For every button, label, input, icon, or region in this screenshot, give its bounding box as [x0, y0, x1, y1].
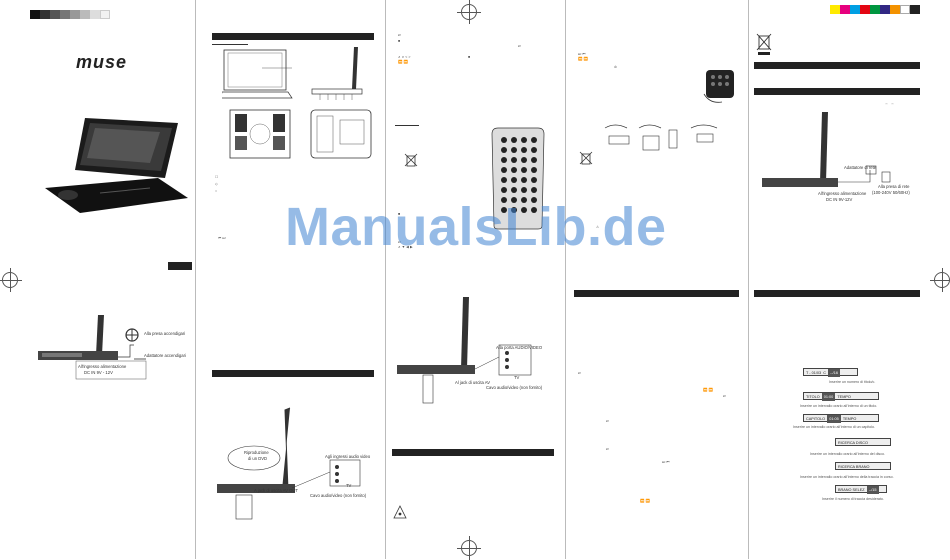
osd-caption-6: Inserire il numero di traccia desiderato…	[822, 497, 884, 501]
mains-socket-label-2: (100-240V 50/60Hz)	[872, 190, 910, 195]
osd-caption-3: Inserire un intervallo orario all'intern…	[793, 425, 875, 429]
audio-jack-label: A jack di uscita AV OUT	[254, 488, 298, 493]
stop-icon: ■	[398, 39, 401, 43]
stop-icon-3: ■	[398, 212, 401, 216]
audio-bubble-label-1: Riproduzione	[244, 450, 269, 455]
audio-connection-diagram	[217, 407, 361, 520]
registration-mark-right	[930, 268, 950, 292]
scan-icon-2: ⏪ ⏩	[703, 388, 713, 392]
weee-bin-icon	[756, 33, 772, 55]
car-input-label-1: All'ingresso alimentazione	[78, 364, 127, 369]
car-adapter-label: Adattatore accendigari	[144, 353, 186, 358]
ac-symbol: ∼ ∼	[885, 102, 895, 106]
osd-caption-2: Inserire un intervallo orario all'intern…	[800, 404, 878, 408]
remote-control	[491, 127, 545, 230]
osd-caption-1: Inserire un numero di titolo/c.	[829, 380, 876, 384]
warning-icon	[393, 505, 407, 519]
device-rear-view	[310, 109, 372, 159]
nav-arrows-icon-2: ∧ ▼ ◀ ▶	[398, 245, 413, 249]
registration-mark-bottom	[457, 536, 481, 560]
osd-chapter-time: CAPITOLO 01:05 TEMPO	[803, 414, 879, 423]
fold-line	[565, 0, 566, 559]
scan-icon-3: ⏪ ⏩	[640, 499, 650, 503]
audio-cable-label: Cavo audio/video (non fornito)	[310, 493, 367, 498]
remote-hand-image	[703, 70, 734, 103]
osd-title-search: T - 01/03 C --/16	[803, 368, 858, 377]
fast-forward-icon: ⏪ ⏩	[398, 60, 408, 64]
play-pause-icon: ⏯	[398, 33, 401, 37]
device-front-view	[222, 49, 293, 99]
av-connection-diagram	[397, 297, 532, 404]
av-jack-label: Al jack di uscita AV	[455, 380, 491, 385]
skip-icon: ⏮ ⏭	[218, 236, 226, 240]
mains-connection-diagram	[762, 112, 891, 187]
icon-note-2: ◇	[215, 182, 218, 186]
disposal-bin-icon-2	[579, 151, 593, 165]
section-header-bar	[754, 62, 920, 69]
caution-icon: ⚠	[596, 225, 600, 229]
section-underline	[212, 44, 248, 45]
stop-icon-2: ■	[468, 55, 471, 59]
play-icon-6: ⏯	[606, 419, 609, 423]
mains-input-label-1: All'ingresso alimentazione	[818, 191, 867, 196]
osd-title-time: TITOLO 01:00 TEMPO	[803, 392, 879, 401]
battery-steps-diagram	[604, 124, 718, 151]
section-header-bar	[574, 290, 739, 297]
brand-logo: muse	[76, 52, 128, 72]
fold-line	[195, 0, 196, 559]
av-tv-label: TV	[514, 375, 520, 380]
disposal-bin-icon	[404, 153, 418, 167]
section-header-bar	[754, 290, 920, 297]
play-icon-5: ⏯	[723, 394, 726, 398]
registration-mark-left	[0, 268, 22, 292]
section-header-bar	[392, 449, 554, 456]
device-side-view	[311, 47, 363, 100]
osd-caption-4: Inserire un intervallo orario all'intern…	[810, 452, 885, 456]
play-icon-4: ⏯	[578, 371, 581, 375]
mains-socket-label-1: Alla presa di rete	[878, 184, 910, 189]
mains-adapter-label: Adattatore di rete	[844, 165, 877, 170]
audio-tv-label: TV	[346, 483, 352, 488]
dvd-player-photo	[45, 118, 188, 213]
osd-disc-search: RICERCA DISCO	[835, 438, 891, 446]
fold-line	[385, 0, 386, 559]
audio-input-label: Agli ingressi audio video	[325, 454, 371, 459]
osd-caption-5: Inserire un intervallo orario all'intern…	[800, 475, 894, 479]
fold-line	[748, 0, 749, 559]
section-header-bar	[754, 88, 920, 95]
icon-note-3: ○	[215, 189, 218, 193]
scan-icon: ⏪ ⏩	[578, 57, 588, 61]
device-control-panel	[229, 109, 291, 159]
play-icon-2: ⏯	[518, 44, 521, 48]
play-icon-7: ⏯	[606, 447, 609, 451]
car-power-diagram	[38, 315, 147, 380]
osd-track-select: BRANO SELEZ --/15	[835, 485, 887, 494]
skip-icon-3: ⏭ ⏮	[662, 460, 670, 464]
section-header-bar	[212, 370, 374, 377]
section-underline	[395, 125, 419, 126]
watermark: ManualsLib.de	[285, 197, 667, 257]
audio-bubble-label-2: di un DVD	[248, 456, 268, 461]
osd-track-search: RICERCA BRANO	[835, 462, 891, 470]
skip-icon-2: ⏭ ⏮	[578, 52, 586, 56]
section-header-bar	[212, 33, 374, 40]
mains-input-label-2: DC IN 9V-12V	[826, 197, 853, 202]
car-input-label-2: DC IN 9V - 12V	[84, 370, 113, 375]
language-tab	[168, 262, 192, 270]
registration-mark-top	[457, 0, 481, 24]
car-plug-label: Alla presa accendigari	[144, 331, 186, 336]
icon-note-1: ☐	[215, 175, 219, 179]
av-cable-label: Cavo audio/video (non fornito)	[486, 385, 543, 390]
repeat-icon: ⊘	[614, 65, 618, 69]
av-input-label: Alla porta AUDIO/VIDEO	[496, 345, 543, 350]
play-icon-3: ⏯	[398, 240, 401, 244]
nav-arrows-icon: ∧ ∨ < >	[398, 55, 411, 59]
